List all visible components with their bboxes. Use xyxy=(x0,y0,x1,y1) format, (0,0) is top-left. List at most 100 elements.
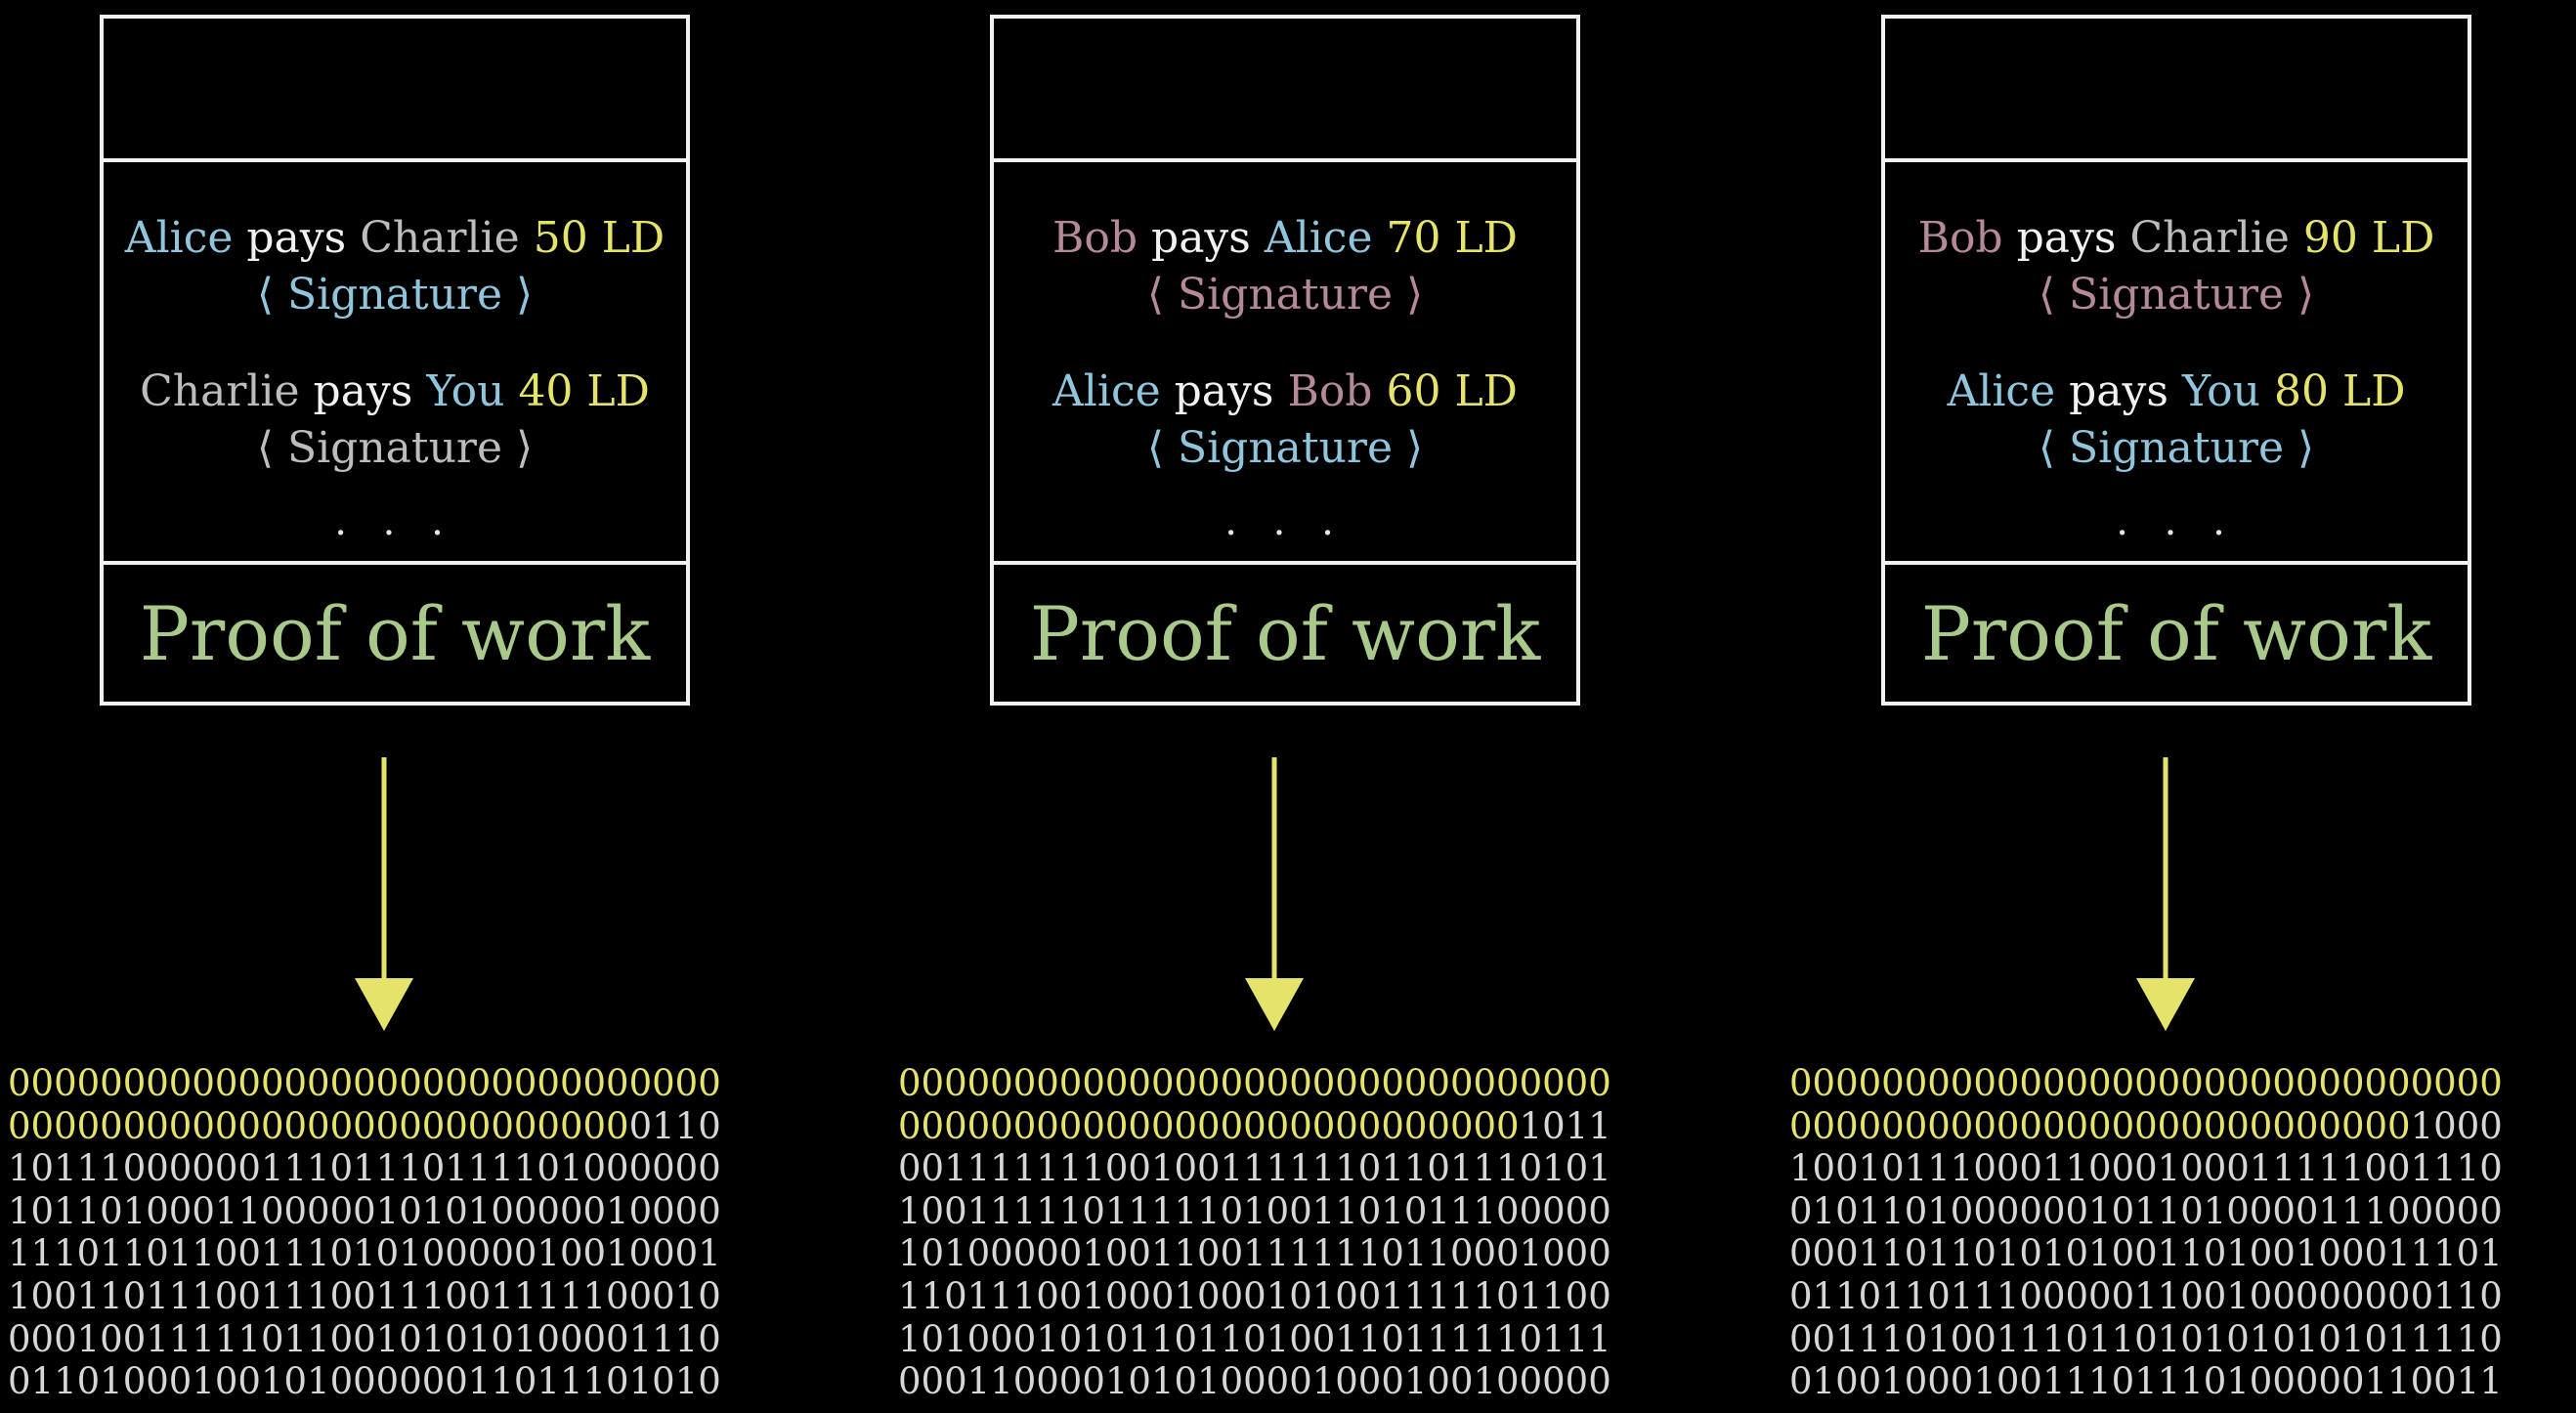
payer-name: Alice xyxy=(1947,366,2056,416)
hash-row: 1001111101111101001101011100000 xyxy=(898,1190,1778,1233)
transaction-1: Bob pays Charlie 90 LD ⟨ Signature ⟩ xyxy=(1885,213,2468,321)
amount: 70 LD xyxy=(1386,213,1518,263)
hash-bits: 0011111110010011111101101110101 xyxy=(898,1147,1611,1190)
down-arrow-icon xyxy=(355,757,413,1031)
amount: 60 LD xyxy=(1386,366,1518,416)
transaction-2: Alice pays Bob 60 LD ⟨ Signature ⟩ xyxy=(994,366,1576,474)
payee-name: Alice xyxy=(1264,213,1373,263)
pays-word: pays xyxy=(246,213,347,263)
hash-bits: 0001100001010100001000100100000 xyxy=(898,1360,1611,1403)
payee-name: Charlie xyxy=(360,213,520,263)
hash-bits: 1011 xyxy=(1519,1104,1611,1147)
proof-of-work-label: Proof of work xyxy=(994,561,1576,702)
payee-name: You xyxy=(2181,366,2261,416)
hash-leading-zeros: 0000000000000000000000000000000 xyxy=(8,1062,721,1104)
hash-row: 0110110111000001100100000000110 xyxy=(1789,1275,2576,1318)
payer-name: Bob xyxy=(1052,213,1138,263)
proof-of-work-label: Proof of work xyxy=(1885,561,2468,702)
payer-name: Bob xyxy=(1917,213,2003,263)
proof-of-work-label: Proof of work xyxy=(104,561,686,702)
hash-leading-zeros: 0000000000000000000000000000000 xyxy=(1789,1062,2503,1104)
hash-row: 0000000000000000000000000000000 xyxy=(1789,1062,2576,1105)
payee-name: You xyxy=(426,366,505,416)
amount: 90 LD xyxy=(2302,213,2435,263)
signature: ⟨ Signature ⟩ xyxy=(2038,423,2315,473)
hash-bits: 1011010001100000101010000010000 xyxy=(8,1189,721,1232)
down-arrow-icon xyxy=(2136,757,2195,1031)
transaction-1: Bob pays Alice 70 LD ⟨ Signature ⟩ xyxy=(994,213,1576,321)
block-header-cell xyxy=(104,19,686,162)
ellipsis: . . . xyxy=(334,499,455,544)
block-1: Alice pays Charlie 50 LD ⟨ Signature ⟩ C… xyxy=(100,15,690,706)
hash-bits: 0001101101010100110100100011101 xyxy=(1789,1232,2503,1275)
payer-name: Charlie xyxy=(140,366,300,416)
ellipsis: . . . xyxy=(2116,499,2237,544)
pays-word: pays xyxy=(2069,366,2168,416)
hash-bits: 1110110110011101010000010010001 xyxy=(8,1232,721,1275)
payer-name: Alice xyxy=(124,213,234,263)
block-header-cell xyxy=(994,19,1576,162)
payer-name: Alice xyxy=(1052,366,1161,416)
block-2: Bob pays Alice 70 LD ⟨ Signature ⟩ Alice… xyxy=(990,15,1580,706)
payee-name: Charlie xyxy=(2129,213,2290,263)
hash-bits: 1000 xyxy=(2410,1104,2503,1147)
hash-row: 0000000000000000000000000000000 xyxy=(898,1062,1778,1105)
hash-leading-zeros: 0000000000000000000000000000000 xyxy=(898,1062,1611,1104)
hash-row: 1010001010110110100110111110111 xyxy=(898,1318,1778,1361)
pays-word: pays xyxy=(1151,213,1251,263)
amount: 80 LD xyxy=(2274,366,2406,416)
payee-name: Bob xyxy=(1287,366,1373,416)
hash-bits: 1101110010001000101001111101100 xyxy=(898,1274,1611,1317)
hash-row: 1101110010001000101001111101100 xyxy=(898,1275,1778,1318)
transactions-area: Bob pays Charlie 90 LD ⟨ Signature ⟩ Ali… xyxy=(1885,162,2468,576)
signature: ⟨ Signature ⟩ xyxy=(256,270,534,320)
signature: ⟨ Signature ⟩ xyxy=(2038,270,2315,320)
hash-bits: 0011101001110110101010101011110 xyxy=(1789,1317,2503,1360)
signature: ⟨ Signature ⟩ xyxy=(1146,270,1424,320)
hash-row: 1001011100011000100011111001110 xyxy=(1789,1147,2576,1190)
hash-row: 1001101110011100111001111100010 xyxy=(8,1275,887,1318)
hash-bits: 0001001111101100101010100001110 xyxy=(8,1317,721,1360)
hash-bits: 1001111101111101001101011100000 xyxy=(898,1189,1611,1232)
hash-row: 0000000000000000000000000001011 xyxy=(898,1105,1778,1148)
hash-row: 0001001111101100101010100001110 xyxy=(8,1318,887,1361)
hash-row: 0000000000000000000000000001000 xyxy=(1789,1105,2576,1148)
hash-bits: 1001011100011000100011111001110 xyxy=(1789,1147,2503,1190)
hash-row: 1110110110011101010000010010001 xyxy=(8,1232,887,1275)
hash-row: 0000000000000000000000000000000 xyxy=(8,1062,887,1105)
signature: ⟨ Signature ⟩ xyxy=(1146,423,1424,473)
hash-bits: 1010001010110110100110111110111 xyxy=(898,1317,1611,1360)
hash-row: 0011111110010011111101101110101 xyxy=(898,1147,1778,1190)
block-3: Bob pays Charlie 90 LD ⟨ Signature ⟩ Ali… xyxy=(1881,15,2471,706)
transaction-2: Alice pays You 80 LD ⟨ Signature ⟩ xyxy=(1885,366,2468,474)
amount: 50 LD xyxy=(533,213,665,263)
hash-row: 0101101000000101101000011100000 xyxy=(1789,1190,2576,1233)
hash-leading-zeros: 000000000000000000000000000 xyxy=(1789,1104,2411,1147)
hash-row: 0001101101010100110100100011101 xyxy=(1789,1232,2576,1275)
transaction-1: Alice pays Charlie 50 LD ⟨ Signature ⟩ xyxy=(104,213,686,321)
ellipsis: . . . xyxy=(1224,499,1346,544)
hash-bits: 1010000010011001111110110001000 xyxy=(898,1232,1611,1275)
transaction-2: Charlie pays You 40 LD ⟨ Signature ⟩ xyxy=(104,366,686,474)
hash-bits: 0100100010011101110100000110011 xyxy=(1789,1360,2503,1403)
hash-bits: 0110100010010100000011011101010 xyxy=(8,1360,721,1403)
hash-bits: 1001101110011100111001111100010 xyxy=(8,1274,721,1317)
hash-row: 1011010001100000101010000010000 xyxy=(8,1190,887,1233)
hash-row: 1011100000011101110111101000000 xyxy=(8,1147,887,1190)
pays-word: pays xyxy=(1174,366,1274,416)
hash-leading-zeros: 000000000000000000000000000 xyxy=(8,1104,629,1147)
hash-bits: 0110110111000001100100000000110 xyxy=(1789,1274,2503,1317)
hash-row: 0001100001010100001000100100000 xyxy=(898,1360,1778,1403)
hash-bits: 0110 xyxy=(628,1104,721,1147)
hash-row: 1010000010011001111110110001000 xyxy=(898,1232,1778,1275)
signature: ⟨ Signature ⟩ xyxy=(256,423,534,473)
hash-leading-zeros: 000000000000000000000000000 xyxy=(898,1104,1520,1147)
hash-bits: 1011100000011101110111101000000 xyxy=(8,1147,721,1190)
block-header-cell xyxy=(1885,19,2468,162)
hash-bits: 0101101000000101101000011100000 xyxy=(1789,1189,2503,1232)
pays-word: pays xyxy=(2016,213,2117,263)
down-arrow-icon xyxy=(1245,757,1304,1031)
